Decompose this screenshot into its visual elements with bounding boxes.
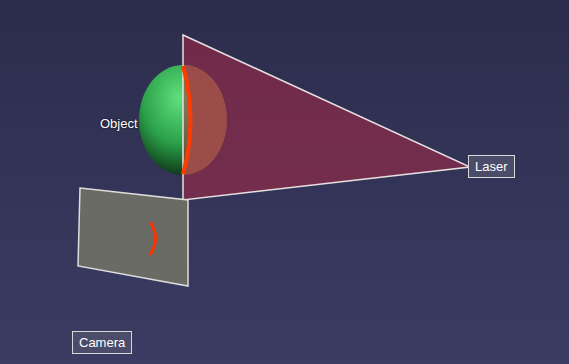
box-text: Laser	[475, 159, 508, 174]
box-text: Camera	[79, 335, 125, 350]
laser-stripe	[183, 66, 191, 174]
camera-sensor	[78, 188, 188, 286]
label-box: Laser	[468, 155, 515, 178]
laser-plane	[183, 35, 470, 200]
stripe-image	[150, 222, 156, 255]
label-box: Camera	[72, 331, 132, 354]
object-label: Object	[100, 116, 138, 131]
